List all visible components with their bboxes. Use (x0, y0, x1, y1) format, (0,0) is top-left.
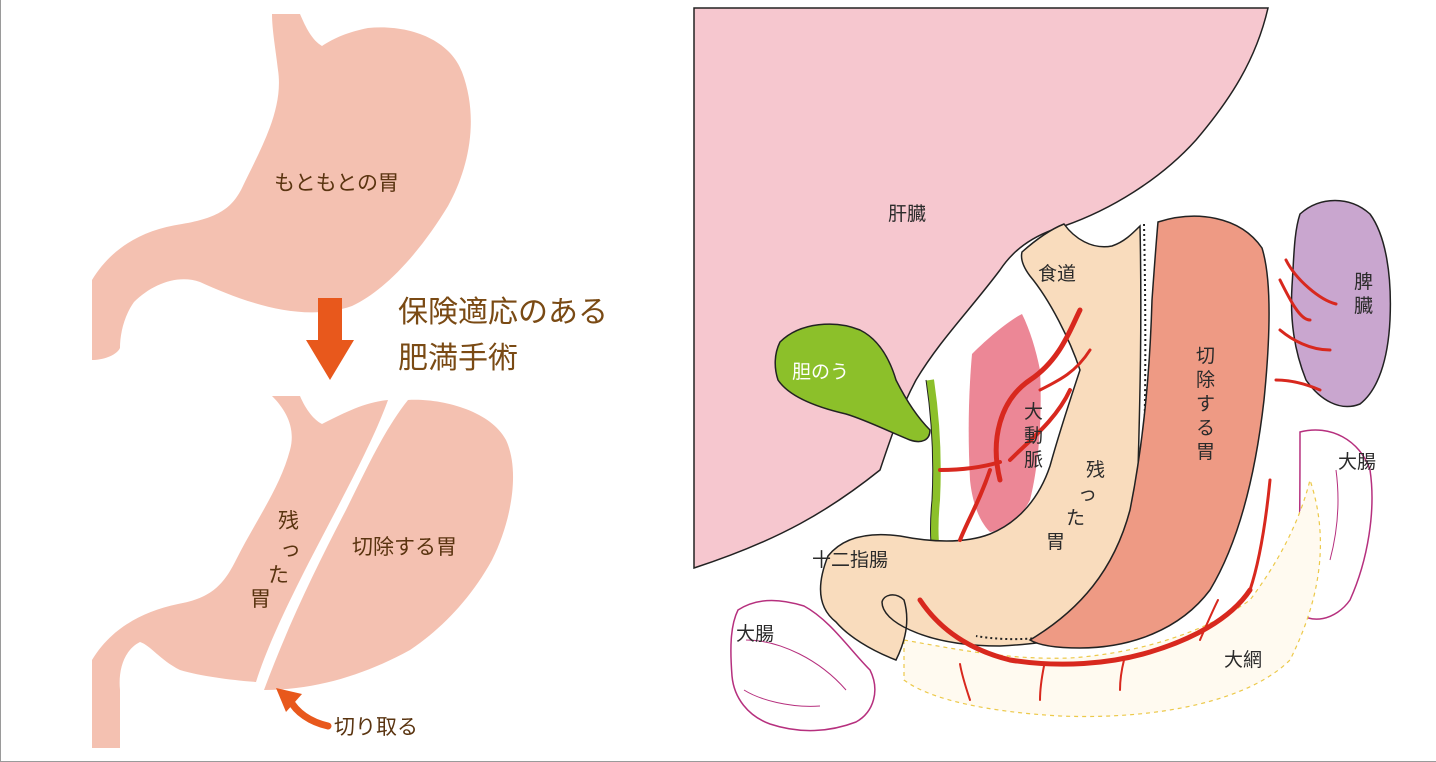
left-panel: もともとの胃 保険適応のある 肥満手術 残 っ た 胃 切除する胃 切り取る (92, 14, 608, 748)
large-intestine-right-label: 大腸 (1338, 451, 1376, 473)
removed-right-char-3: す (1196, 393, 1215, 415)
liver-label: 肝臓 (888, 203, 926, 225)
omentum-label: 大網 (1224, 649, 1262, 671)
title-line-1: 保険適応のある (398, 295, 608, 330)
remaining-char-1: 残 (278, 509, 299, 533)
original-stomach-label: もともとの胃 (274, 171, 399, 195)
spleen-char-2: 臓 (1354, 295, 1373, 317)
remaining-char-3: た (268, 563, 289, 587)
cut-arrow-curve (290, 700, 328, 726)
remaining-char-2: っ (280, 537, 301, 561)
spleen-shape (1292, 201, 1391, 407)
remaining-right-char-2: っ (1078, 483, 1097, 505)
removed-right-char-2: 除 (1196, 369, 1215, 391)
removed-right-char-4: る (1196, 417, 1215, 439)
remaining-right-char-1: 残 (1086, 459, 1105, 481)
removed-right-char-1: 切 (1196, 345, 1215, 367)
aorta-char-2: 動 (1024, 425, 1043, 447)
right-panel: 肝臓 胆のう 食道 (694, 8, 1390, 731)
remaining-char-4: 胃 (250, 587, 271, 611)
gastroepiploic-right-segment (1250, 480, 1270, 590)
removed-stomach-label: 切除する胃 (352, 535, 457, 559)
spleen-char-1: 脾 (1354, 271, 1373, 293)
removed-right-char-5: 胃 (1196, 441, 1215, 463)
remaining-right-char-3: た (1066, 507, 1085, 529)
bile-duct (930, 380, 937, 550)
esophagus-label: 食道 (1038, 263, 1076, 285)
title-line-2: 肥満手術 (398, 341, 518, 376)
remaining-right-char-4: 胃 (1046, 531, 1065, 553)
gallbladder-label: 胆のう (792, 361, 849, 383)
aorta-char-1: 大 (1024, 401, 1043, 423)
duodenum-label: 十二指腸 (812, 549, 888, 571)
large-intestine-left-label: 大腸 (736, 623, 774, 645)
cut-label: 切り取る (334, 715, 418, 739)
aorta-char-3: 脈 (1024, 449, 1043, 471)
